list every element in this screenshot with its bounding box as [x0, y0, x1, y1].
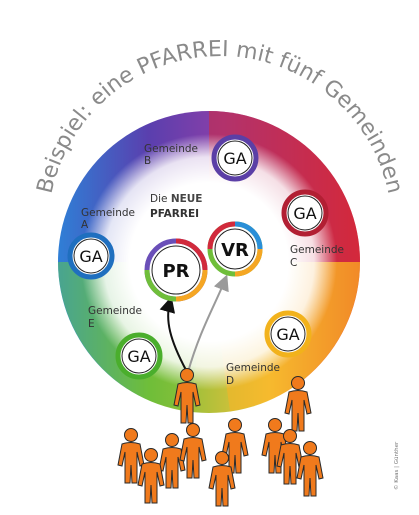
community-b-label-line2: B — [144, 155, 151, 167]
hub-pr: PR — [144, 238, 208, 302]
person-figure — [179, 423, 207, 479]
community-b-label-line1: Gemeinde — [144, 143, 198, 155]
community-a-label-line2: A — [81, 219, 89, 231]
community-a-badge — [67, 232, 115, 280]
community-e-label-line1: Gemeinde — [88, 305, 142, 317]
community-c: GA Gemeinde C — [281, 189, 344, 269]
community-e: Gemeinde E GA — [88, 305, 163, 380]
center-label-line2: PFARREI — [150, 208, 199, 220]
center-label-line1: Die NEUE — [150, 193, 202, 205]
person-figure — [221, 418, 249, 474]
hub-vr-text: VR — [221, 240, 249, 261]
community-d-label-line2: D — [226, 375, 234, 387]
community-c-label-line2: C — [290, 257, 297, 269]
community-c-badge — [281, 189, 329, 237]
hub-vr: VR — [207, 221, 263, 277]
community-b: Gemeinde B GA — [144, 134, 259, 182]
community-d: GA Gemeinde D — [226, 310, 312, 387]
community-b-badge-text: GA — [223, 149, 246, 168]
community-c-badge-text: GA — [293, 204, 316, 223]
community-e-badge-text: GA — [127, 347, 150, 366]
credit: © Kaas | Günther — [393, 441, 400, 490]
community-c-label-line1: Gemeinde — [290, 244, 344, 256]
person-figure — [261, 418, 289, 474]
community-d-label-line1: Gemeinde — [226, 362, 280, 374]
person-figure — [158, 433, 186, 489]
community-a: Gemeinde A GA — [67, 207, 135, 280]
person-figure — [296, 441, 324, 497]
arrow-to-pr — [159, 296, 187, 371]
hub-pr-text: PR — [162, 261, 189, 282]
community-a-label-line1: Gemeinde — [81, 207, 135, 219]
arrow-to-vr — [187, 274, 229, 373]
community-e-label-line2: E — [88, 318, 95, 330]
people-group — [117, 368, 324, 507]
person-figure — [173, 368, 201, 424]
community-d-badge-text: GA — [276, 325, 299, 344]
community-a-badge-text: GA — [79, 247, 102, 266]
person-figure — [137, 448, 165, 504]
person-figure — [284, 376, 312, 432]
community-d-badge — [264, 310, 312, 358]
community-e-badge — [115, 332, 163, 380]
community-b-badge — [211, 134, 259, 182]
person-figure — [208, 451, 236, 507]
